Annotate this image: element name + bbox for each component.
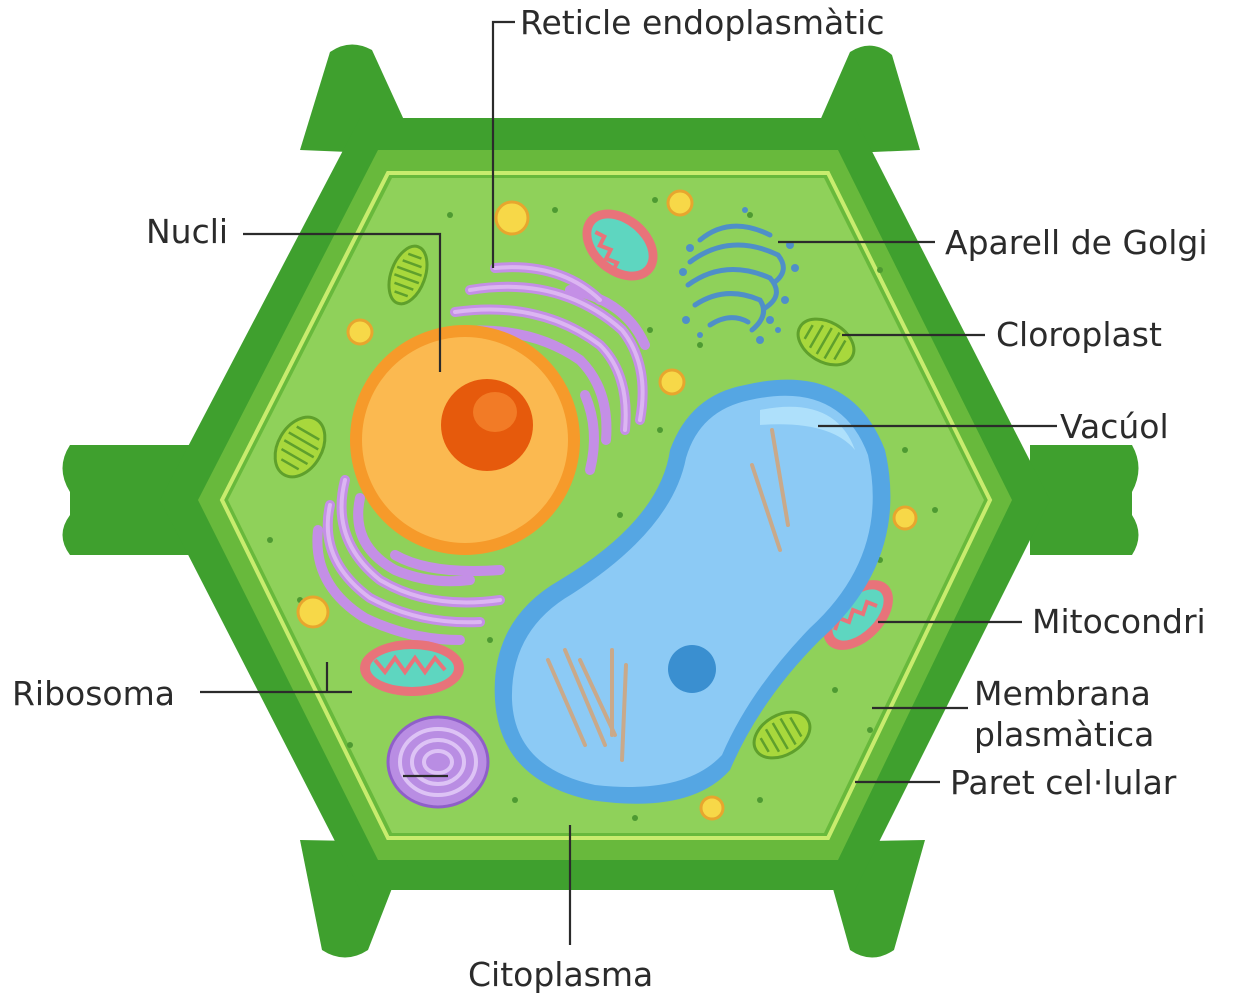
label-golgi: Aparell de Golgi (945, 223, 1208, 262)
vacuole-inclusion (668, 645, 716, 693)
label-endoplasmic-reticulum: Reticle endoplasmàtic (520, 3, 884, 42)
label-mitochondrion: Mitocondri (1032, 602, 1206, 641)
label-plasma-membrane-1: Membrana (974, 674, 1151, 713)
vesicle (388, 717, 488, 807)
label-ribosome: Ribosoma (12, 674, 175, 713)
mitochondrion-left (360, 640, 464, 696)
label-cytoplasm: Citoplasma (468, 955, 653, 994)
label-vacuole: Vacúol (1060, 407, 1169, 446)
label-plasma-membrane-2: plasmàtica (974, 715, 1154, 754)
label-chloroplast: Cloroplast (996, 315, 1162, 354)
nucleus (350, 325, 580, 555)
label-cell-wall: Paret cel·lular (950, 763, 1177, 802)
label-nucleus: Nucli (146, 212, 228, 251)
